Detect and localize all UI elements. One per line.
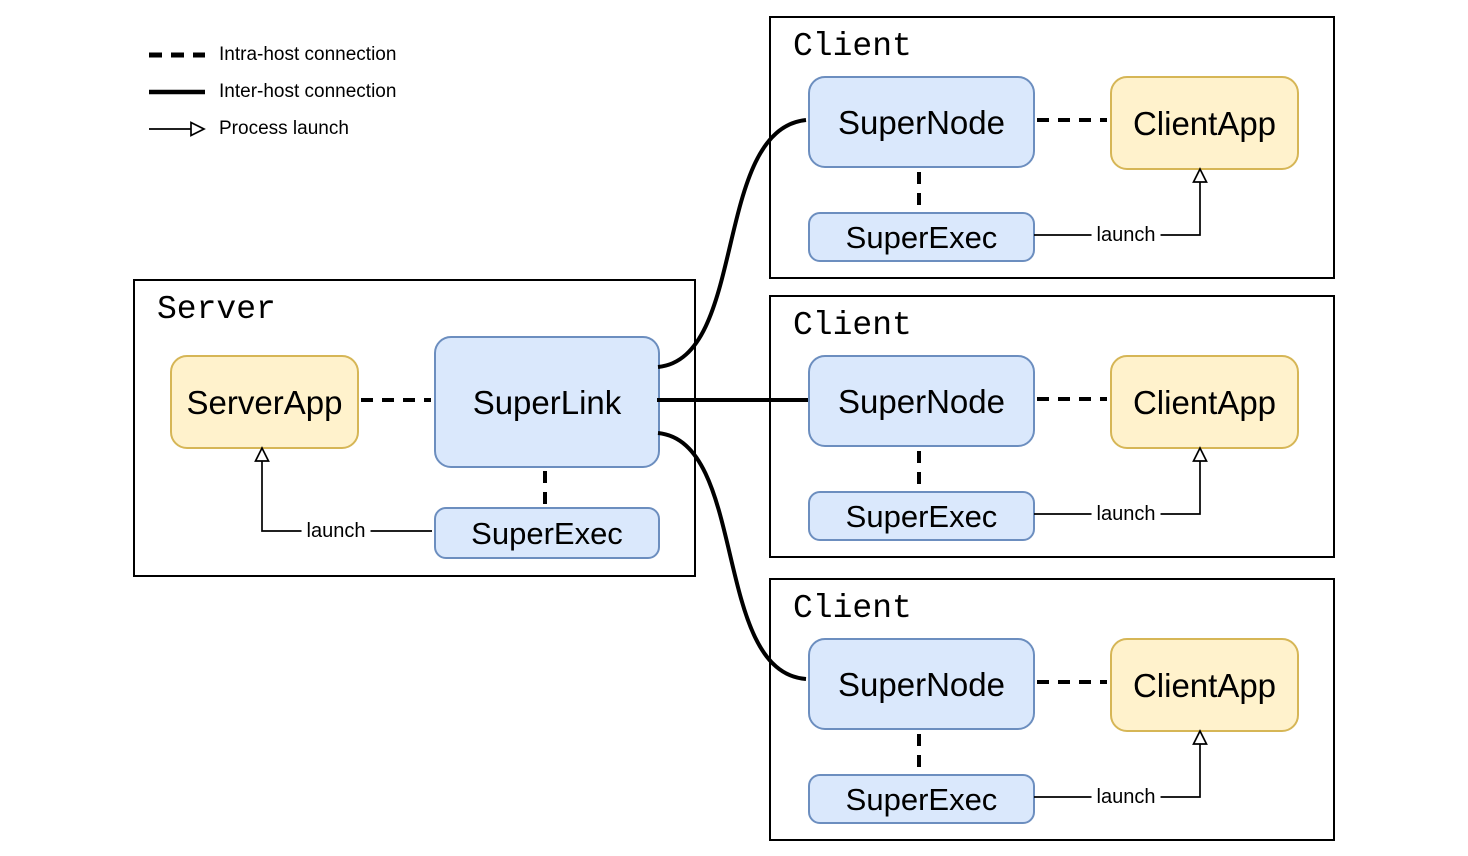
legend: Intra-host connection Inter-host connect… — [148, 36, 396, 147]
client-group-title: Client — [793, 590, 912, 627]
server-group: Server ServerApp SuperLink SuperExec — [133, 279, 696, 577]
legend-label: Process launch — [219, 118, 349, 139]
client3-launch-label: launch — [1091, 785, 1161, 809]
clientapp-node-2: ClientApp — [1110, 355, 1299, 449]
client2-launch-label: launch — [1091, 502, 1161, 526]
solid-line-icon — [149, 89, 205, 94]
legend-item-intra-host: Intra-host connection — [148, 36, 396, 73]
supernode-node-1: SuperNode — [808, 76, 1035, 168]
supernode-node-3: SuperNode — [808, 638, 1035, 730]
client-group-2: Client SuperNode ClientApp SuperExec — [769, 295, 1335, 558]
server-launch-label: launch — [301, 519, 371, 543]
superexec-node-client-1: SuperExec — [808, 212, 1035, 262]
client-group-1: Client SuperNode ClientApp SuperExec — [769, 16, 1335, 279]
server-group-title: Server — [157, 291, 276, 328]
serverapp-node: ServerApp — [170, 355, 359, 449]
client-group-title: Client — [793, 28, 912, 65]
supernode-node-2: SuperNode — [808, 355, 1035, 447]
superexec-node-client-2: SuperExec — [808, 491, 1035, 541]
client-group-3: Client SuperNode ClientApp SuperExec — [769, 578, 1335, 841]
legend-label: Intra-host connection — [219, 44, 397, 65]
client-group-title: Client — [793, 307, 912, 344]
clientapp-node-3: ClientApp — [1110, 638, 1299, 732]
legend-label: Inter-host connection — [219, 81, 397, 102]
superlink-node: SuperLink — [434, 336, 660, 468]
clientapp-node-1: ClientApp — [1110, 76, 1299, 170]
superexec-node-server: SuperExec — [434, 507, 660, 559]
client1-launch-label: launch — [1091, 223, 1161, 247]
arrow-icon — [149, 120, 206, 137]
legend-item-inter-host: Inter-host connection — [148, 73, 396, 110]
superexec-node-client-3: SuperExec — [808, 774, 1035, 824]
legend-item-process-launch: Process launch — [148, 110, 396, 147]
dashed-line-icon — [149, 52, 205, 57]
